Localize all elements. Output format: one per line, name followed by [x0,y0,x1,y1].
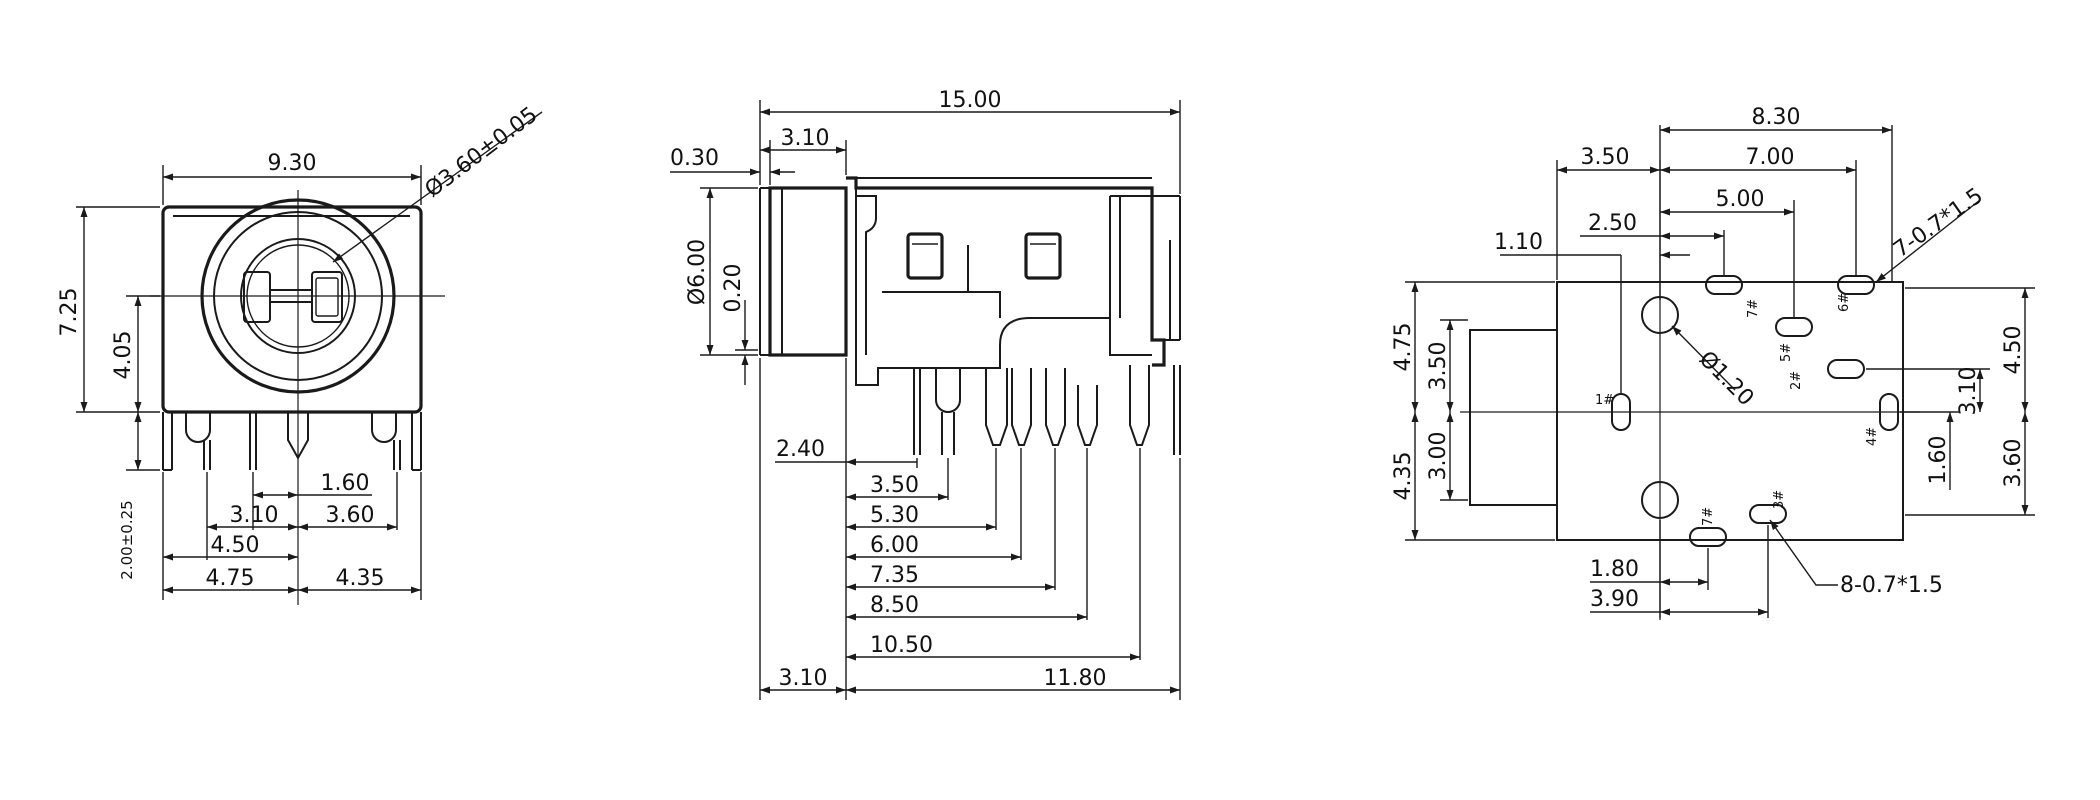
dim-label: 3.10 [781,126,830,151]
dim-label: 7.35 [870,563,919,588]
side-pins [913,365,1181,455]
dim-label: 1.10 [1494,230,1543,255]
dim-label: 9.30 [268,151,317,176]
dim-label: 3.90 [1590,587,1639,612]
dim-label: 4.50 [211,533,260,558]
dim-label: 4.05 [111,331,136,380]
dim-label: 3.50 [1426,342,1451,391]
dim-front-center: 4.05 [111,295,160,412]
dim-label: 2.50 [1588,211,1637,236]
pin-label-5: 5# [1779,343,1794,362]
dim-label: 0.20 [721,264,746,313]
dim-label: 1.60 [1926,436,1951,485]
front-view: 9.30 Ø3.60±0.05 7.25 4.05 2.00±0.25 [57,102,543,605]
pin-label-4: 4# [1865,427,1880,446]
dim-label: 8.50 [870,593,919,618]
dim-label: 4.50 [2001,326,2026,375]
dim-side-pins: 2.40 3.50 5.30 6.00 7.35 8.50 10.50 3.10… [759,358,1181,700]
dim-side-nose: Ø6.00 0.20 [685,187,758,385]
pin-label-6: 6# [1837,293,1852,312]
footprint-outline [1460,160,1920,620]
dim-label: 1.80 [1590,557,1639,582]
pin-label-2: 2# [1789,371,1804,390]
dim-footprint-bottom: 1.80 3.90 [1590,520,1769,618]
note-slots-top: 7-0.7*1.5 [1875,183,1988,283]
dim-label: 5.30 [870,503,919,528]
dim-front-pins: 1.60 3.10 3.60 4.50 4.75 4.35 [162,471,422,600]
dim-label: Ø1.20 [1694,347,1759,412]
dim-label: 3.00 [1426,432,1451,481]
dim-label: 3.50 [1581,145,1630,170]
dim-label: 3.10 [1956,367,1981,416]
dim-front-hole: Ø3.60±0.05 [332,102,543,263]
note-hole-dia: Ø1.20 [1671,325,1759,412]
dim-label: 7-0.7*1.5 [1889,183,1988,263]
dim-label: 7.25 [57,288,82,337]
dim-label: 4.75 [1391,323,1416,372]
side-body-outline [759,176,1181,386]
dim-label: 4.35 [1391,452,1416,501]
dim-label: 3.10 [779,666,828,691]
dim-label: 3.50 [870,473,919,498]
dim-label: 3.60 [326,503,375,528]
dim-label: 2.40 [776,437,825,462]
footprint-pin-labels: 1# 2# 3# 4# 5# 6# 7# 7# [1595,293,1880,526]
dim-label: 7.00 [1746,145,1795,170]
dim-label: 4.75 [206,566,255,591]
dim-label: 2.00±0.25 [118,500,136,579]
dim-label: 11.80 [1044,666,1107,691]
dim-label: 8-0.7*1.5 [1840,573,1943,598]
dim-footprint-top: 8.30 3.50 7.00 5.00 2.50 1.10 [1494,105,1893,394]
front-pins [185,412,401,470]
dim-label: 3.10 [230,503,279,528]
dim-label: 3.60 [2001,439,2026,488]
footprint-slots [1611,275,1899,547]
dim-label: Ø6.00 [685,239,710,305]
dim-label: 0.30 [670,146,719,171]
dim-label: 4.35 [336,566,385,591]
pin-label-7a: 7# [1746,299,1761,318]
note-slots-bottom: 8-0.7*1.5 [1769,519,1943,598]
dim-front-pinheight: 2.00±0.25 [118,412,160,580]
dim-label: 10.50 [870,633,933,658]
dim-label: 1.60 [321,471,370,496]
dim-side-top: 15.00 3.10 0.30 [670,88,1181,194]
front-body-outline [161,205,423,471]
footprint-view: 1# 2# 3# 4# 5# 6# 7# 7# 8.30 3.50 7.00 5… [1391,105,2035,620]
front-centerlines [150,190,445,605]
pin-label-3: 3# [1772,490,1787,509]
pin-label-1: 1# [1595,393,1614,408]
dim-label: 5.00 [1716,187,1765,212]
pin-label-7b: 7# [1701,507,1716,526]
side-view: 15.00 3.10 0.30 Ø6.00 0.20 [670,88,1181,700]
dim-front-height: 7.25 [57,206,160,413]
dim-label: 6.00 [870,533,919,558]
dim-footprint-left: 4.75 4.35 3.50 3.00 [1391,281,1555,541]
dim-footprint-right: 4.50 3.60 3.10 1.60 [1866,287,2035,516]
dim-label: 8.30 [1752,105,1801,130]
dim-front-width: 9.30 [162,151,422,205]
dim-label: Ø3.60±0.05 [421,102,543,202]
dim-label: 15.00 [939,88,1002,113]
